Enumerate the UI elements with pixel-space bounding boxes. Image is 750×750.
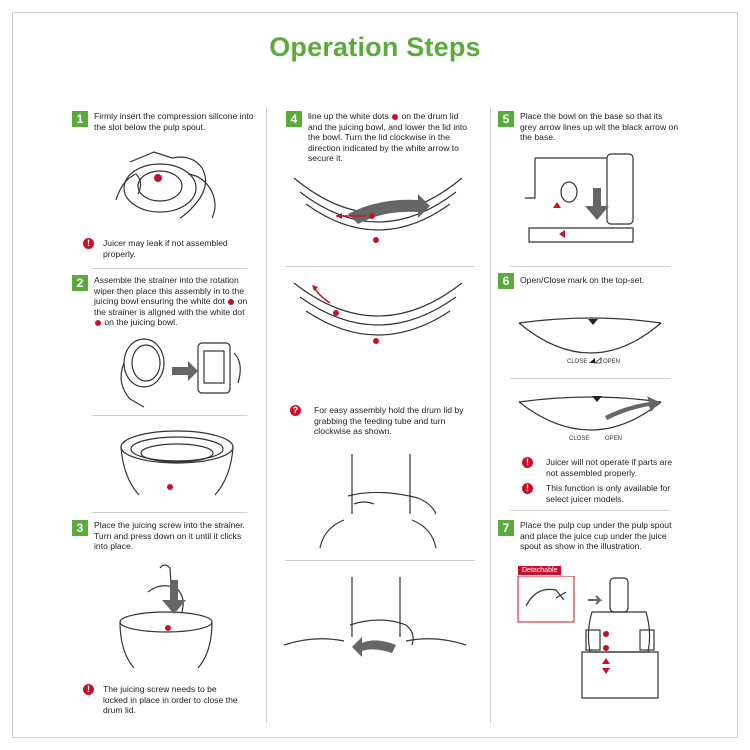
step-5-illustration [525, 153, 634, 243]
step-number: 7 [498, 520, 514, 536]
open-label: OPEN [603, 359, 620, 365]
step-2-text-b: on the strainer is aligned with the whit… [94, 296, 248, 317]
step-number: 2 [72, 275, 88, 291]
step-3-text: Place the juicing screw into the straine… [94, 520, 245, 551]
step-3-warning: The juicing screw needs to be locked in … [103, 684, 238, 715]
step-divider [92, 268, 247, 269]
step-6-lid-illustration: CLOSE OPEN [518, 317, 662, 365]
step-number: 1 [72, 111, 88, 127]
step-4-turn-illustration [283, 577, 467, 657]
column-divider [266, 108, 267, 723]
step-2-bowl-illustration [120, 430, 234, 496]
step-number: 6 [498, 273, 514, 289]
step-number: 3 [72, 520, 88, 536]
step-divider [285, 560, 475, 561]
step-4-bottom-illustration [293, 282, 463, 344]
warning-icon: ! [83, 238, 94, 249]
warning-icon: ! [522, 457, 533, 468]
step-4-tip: For easy assembly hold the drum lid by g… [314, 405, 464, 436]
step-divider [92, 512, 247, 513]
red-dot-icon [392, 113, 399, 120]
red-dot-icon [228, 298, 235, 305]
detachable-tag: Detachable [518, 566, 562, 575]
step-number: 5 [498, 111, 514, 127]
step-1-warning: Juicer may leak if not assembled properl… [103, 238, 228, 259]
tip-icon: ? [290, 405, 301, 416]
warning-icon: ! [83, 684, 94, 695]
step-7-illustration [517, 576, 659, 699]
step-4-text: line up the white dots on the drum lid a… [308, 111, 473, 164]
step-3-illustration [119, 564, 213, 669]
step-number: 4 [286, 111, 302, 127]
open-label: OPEN [605, 436, 622, 442]
step-6-warning-2: This function is only available for sele… [546, 483, 671, 504]
step-1-illustration [115, 151, 216, 219]
step-divider [510, 510, 670, 511]
step-6-text: Open/Close mark on the top-set. [520, 275, 645, 285]
step-divider [510, 378, 670, 379]
step-5-text: Place the bowl on the base so that its g… [520, 111, 679, 142]
step-2-text: Assemble the strainer into the rotation … [94, 275, 254, 328]
close-label: CLOSE [567, 359, 587, 365]
column-divider [490, 108, 491, 723]
step-4-top-illustration [293, 177, 463, 243]
step-2-text-c: on the juicing bowl. [104, 317, 178, 327]
step-4-hand-illustration [319, 454, 437, 549]
step-6-lid-turn-illustration: CLOSE OPEN [518, 396, 662, 442]
step-divider [510, 266, 670, 267]
red-dot-icon [95, 319, 101, 326]
step-2-text-a: Assemble the strainer into the rotation … [94, 275, 244, 306]
page-title: Operation Steps [269, 32, 481, 62]
step-divider [92, 415, 247, 416]
step-4-text-b: on the drum lid and the juicing bowl, an… [308, 111, 468, 163]
step-divider [285, 266, 475, 267]
page-frame [12, 12, 738, 738]
close-label: CLOSE [569, 436, 589, 442]
step-7-text: Place the pulp cup under the pulp spout … [520, 520, 672, 551]
step-2-illustration [120, 338, 241, 408]
step-6-warning-1: Juicer will not operate if parts are not… [546, 457, 673, 478]
step-1-text: Firmly insert the compression silicone i… [94, 111, 254, 132]
step-4-text-a: line up the white dots [308, 111, 389, 121]
warning-icon: ! [522, 483, 533, 494]
